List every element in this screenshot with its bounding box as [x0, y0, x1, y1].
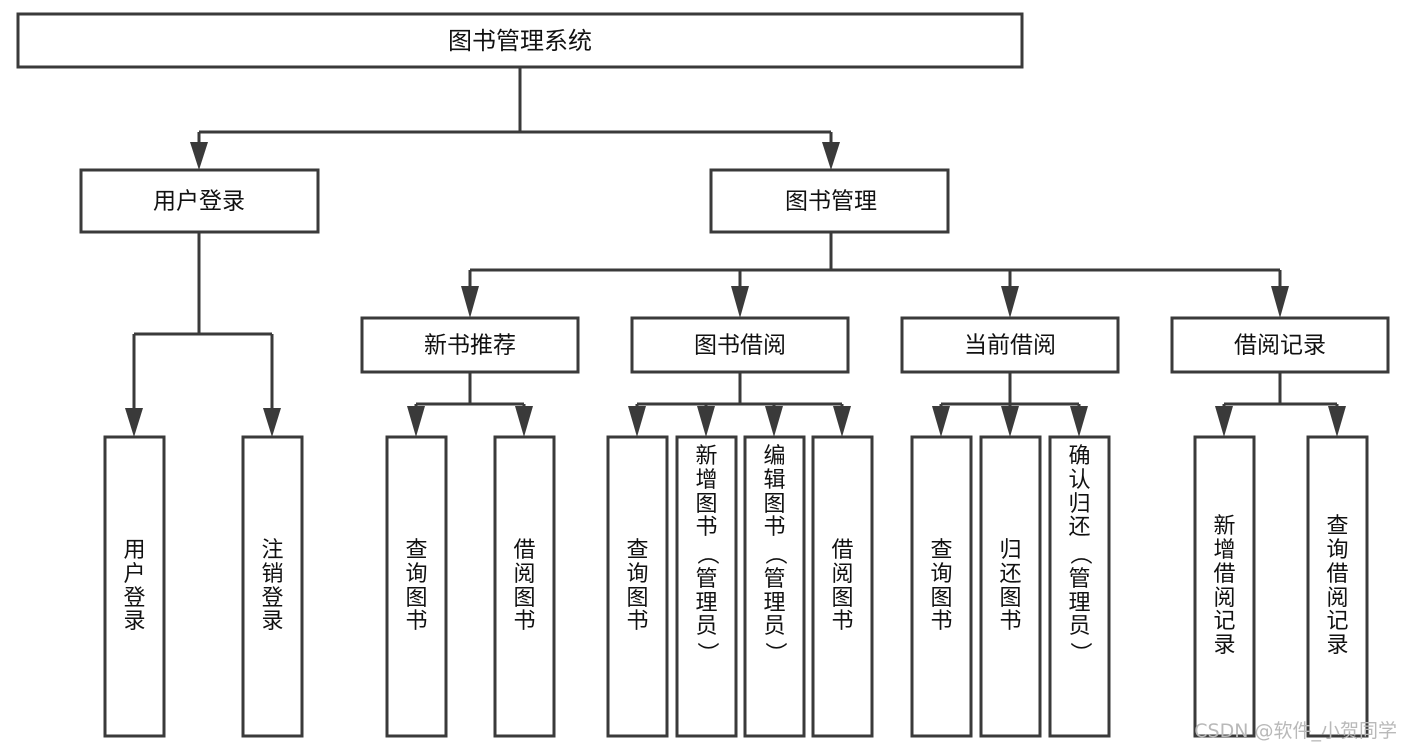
- leaf-logout-login-box[interactable]: [241, 435, 304, 738]
- arrow-head-leaf-return-book: [1001, 406, 1019, 437]
- leaf-query-record-box[interactable]: [1306, 435, 1369, 738]
- arrow-head-leaf-query-book-3: [932, 406, 950, 437]
- leaf-borrow-book-2-box[interactable]: [811, 435, 874, 738]
- node-new-book-rec-label: 新书推荐: [424, 333, 516, 359]
- node-borrow-record-label: 借阅记录: [1234, 333, 1326, 359]
- node-book-manage-box[interactable]: [709, 168, 950, 234]
- leaf-borrow-book-1-box[interactable]: [493, 435, 556, 738]
- leaf-user-login-box[interactable]: [103, 435, 166, 738]
- leaf-edit-book-box[interactable]: [743, 435, 806, 738]
- node-root-box[interactable]: [16, 12, 1024, 69]
- node-book-manage-label: 图书管理: [785, 189, 877, 215]
- connectors-layer: [125, 67, 1346, 437]
- csdn-watermark: CSDN @软件_小贺同学: [1194, 720, 1397, 742]
- leaf-query-book-2-box[interactable]: [606, 435, 669, 738]
- node-root[interactable]: 图书管理系统: [16, 12, 1024, 69]
- arrow-head-leaf-borrow-book-1: [515, 406, 533, 437]
- leaf-add-book-box[interactable]: [675, 435, 738, 738]
- node-current-borrow-box[interactable]: [900, 316, 1120, 374]
- leaf-query-book-1-box[interactable]: [385, 435, 448, 738]
- arrow-head-current-borrow: [1001, 286, 1019, 318]
- arrow-head-leaf-logout-login: [263, 408, 281, 437]
- arrow-head-leaf-query-book-1: [407, 406, 425, 437]
- arrow-head-borrow-record: [1271, 286, 1289, 318]
- arrow-head-leaf-edit-book: [765, 406, 783, 437]
- leaf-boxes-layer: [103, 435, 1369, 738]
- node-book-borrow-box[interactable]: [630, 316, 850, 374]
- node-book-borrow[interactable]: 图书借阅: [630, 316, 850, 374]
- arrow-head-leaf-query-record: [1328, 406, 1346, 437]
- arrow-head-new-book-rec: [461, 286, 479, 318]
- node-borrow-record[interactable]: 借阅记录: [1170, 316, 1390, 374]
- arrow-head-leaf-add-record: [1215, 406, 1233, 437]
- node-current-borrow[interactable]: 当前借阅: [900, 316, 1120, 374]
- node-current-borrow-label: 当前借阅: [964, 333, 1056, 359]
- leaf-confirm-return-box[interactable]: [1048, 435, 1111, 738]
- arrow-head-leaf-query-book-2: [628, 406, 646, 437]
- arrow-head-book-borrow: [731, 286, 749, 318]
- arrow-head-book-manage: [822, 142, 840, 170]
- node-borrow-record-box[interactable]: [1170, 316, 1390, 374]
- node-new-book-rec[interactable]: 新书推荐: [360, 316, 580, 374]
- arrow-head-leaf-confirm-return: [1070, 406, 1088, 437]
- arrow-head-leaf-add-book: [697, 406, 715, 437]
- node-user-login[interactable]: 用户登录: [79, 168, 320, 234]
- leaf-add-record-box[interactable]: [1193, 435, 1256, 738]
- arrow-head-user-login: [190, 142, 208, 170]
- arrow-head-leaf-user-login: [125, 408, 143, 437]
- leaf-return-book-box[interactable]: [979, 435, 1042, 738]
- node-book-borrow-label: 图书借阅: [694, 333, 786, 359]
- leaf-query-book-3-box[interactable]: [910, 435, 973, 738]
- node-book-manage[interactable]: 图书管理: [709, 168, 950, 234]
- node-user-login-label: 用户登录: [153, 189, 245, 215]
- node-root-label: 图书管理系统: [448, 27, 592, 55]
- node-user-login-box[interactable]: [79, 168, 320, 234]
- node-new-book-rec-box[interactable]: [360, 316, 580, 374]
- arrow-head-leaf-borrow-book-2: [833, 406, 851, 437]
